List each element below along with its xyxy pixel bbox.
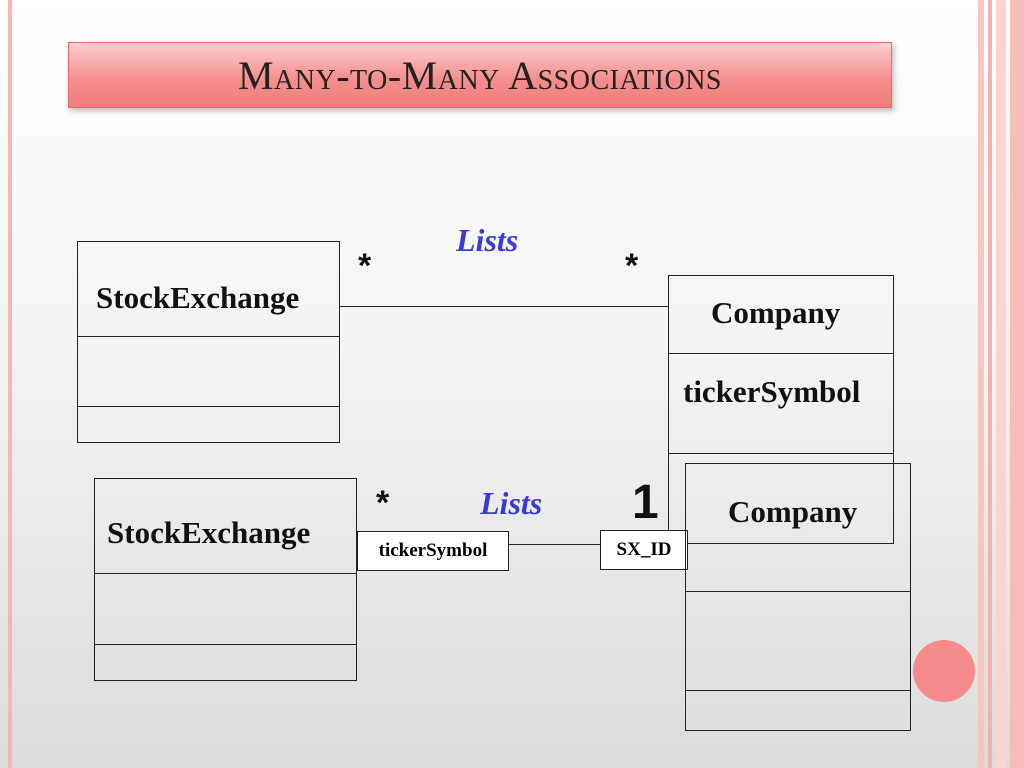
class-attribute-tickersymbol: tickerSymbol bbox=[683, 374, 861, 409]
class-divider bbox=[94, 573, 357, 574]
class-box-company bbox=[668, 275, 894, 544]
class-box-stockexchange bbox=[94, 478, 357, 681]
class-divider bbox=[668, 353, 894, 354]
association-label: Lists bbox=[480, 485, 543, 521]
multiplicity-right: * bbox=[625, 247, 639, 285]
qualifier-sx-id: SX_ID bbox=[600, 530, 688, 570]
association-line bbox=[340, 306, 668, 307]
class-box-company bbox=[685, 463, 911, 731]
class-divider bbox=[685, 591, 911, 592]
page-title: Many-to-Many Associations bbox=[237, 52, 723, 98]
qualifier-tickersymbol: tickerSymbol bbox=[357, 531, 509, 571]
class-divider bbox=[685, 690, 911, 691]
association-line bbox=[508, 544, 600, 545]
multiplicity-right: 1 bbox=[632, 476, 659, 529]
class-divider bbox=[77, 336, 340, 337]
class-box-stockexchange bbox=[77, 241, 340, 443]
multiplicity-left: * bbox=[358, 247, 372, 285]
class-divider bbox=[77, 406, 340, 407]
class-divider bbox=[668, 453, 894, 454]
class-name-company: Company bbox=[711, 295, 841, 330]
left-decorative-stripe bbox=[8, 0, 12, 768]
class-name-stockexchange: StockExchange bbox=[96, 280, 300, 315]
association-label: Lists bbox=[456, 222, 519, 258]
title-bar: Many-to-Many Associations bbox=[68, 42, 892, 108]
class-name-company: Company bbox=[728, 494, 858, 529]
right-decorative-stripes bbox=[978, 0, 1024, 768]
class-name-stockexchange: StockExchange bbox=[107, 515, 311, 550]
decorative-circle bbox=[913, 640, 975, 702]
class-divider bbox=[94, 644, 357, 645]
multiplicity-left: * bbox=[376, 484, 390, 522]
